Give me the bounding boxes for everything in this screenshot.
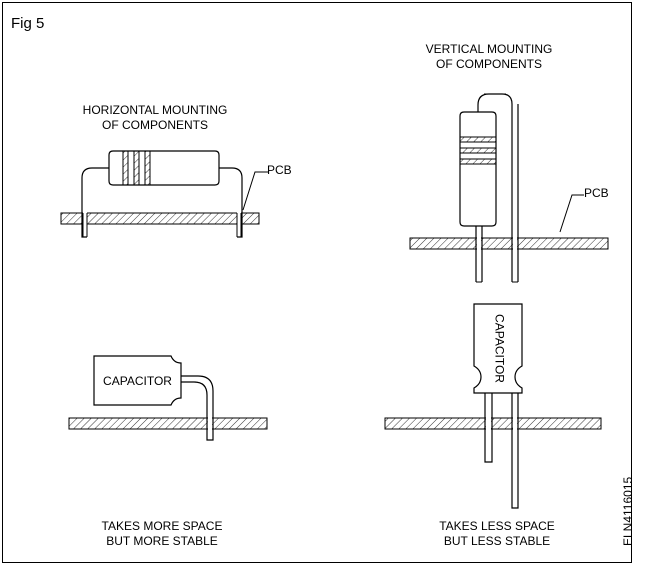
horizontal-resistor-group	[60, 150, 268, 238]
vertical-capacitor-group	[384, 303, 602, 509]
horizontal-capacitor-group	[68, 355, 268, 441]
pcb-board-horizontal-resistor	[60, 212, 260, 225]
horizontal-mounting-caption: TAKES MORE SPACE BUT MORE STABLE	[101, 519, 223, 548]
horizontal-capacitor-lead	[181, 375, 214, 441]
figure-frame	[2, 2, 632, 563]
resistor-color-band	[459, 147, 497, 154]
vertical-capacitor-leads	[484, 393, 519, 509]
capacitor-label-vertical: CAPACITOR	[492, 314, 507, 383]
pcb-pointer-line	[559, 194, 584, 233]
horizontal-capacitor-body	[93, 355, 182, 406]
resistor-color-band	[133, 150, 140, 186]
figure-label: Fig 5	[11, 15, 45, 32]
pcb-label-horizontal: PCB	[267, 163, 292, 177]
vertical-mounting-title: VERTICAL MOUNTING OF COMPONENTS	[425, 42, 553, 71]
capacitor-label-horizontal: CAPACITOR	[103, 374, 172, 388]
horizontal-resistor-left-lead	[81, 167, 110, 238]
resistor-color-band	[144, 150, 151, 186]
resistor-color-band	[459, 136, 497, 143]
pcb-board-vertical-resistor	[409, 237, 609, 250]
vertical-capacitor-body	[473, 303, 523, 394]
pcb-board-horizontal-capacitor	[68, 417, 268, 430]
pcb-pointer-line	[242, 171, 268, 211]
figure-code: ELN4116015	[621, 476, 635, 546]
pcb-label-vertical: PCB	[584, 186, 609, 200]
pcb-board-vertical-capacitor	[384, 417, 602, 430]
vertical-mounting-caption: TAKES LESS SPACE BUT LESS STABLE	[439, 519, 555, 548]
vertical-resistor-body	[459, 111, 497, 227]
resistor-color-band	[122, 150, 129, 186]
vertical-resistor-group	[409, 93, 609, 283]
resistor-color-band	[459, 158, 497, 165]
horizontal-resistor-right-lead	[218, 167, 243, 238]
horizontal-mounting-title: HORIZONTAL MOUNTING OF COMPONENTS	[82, 103, 228, 132]
